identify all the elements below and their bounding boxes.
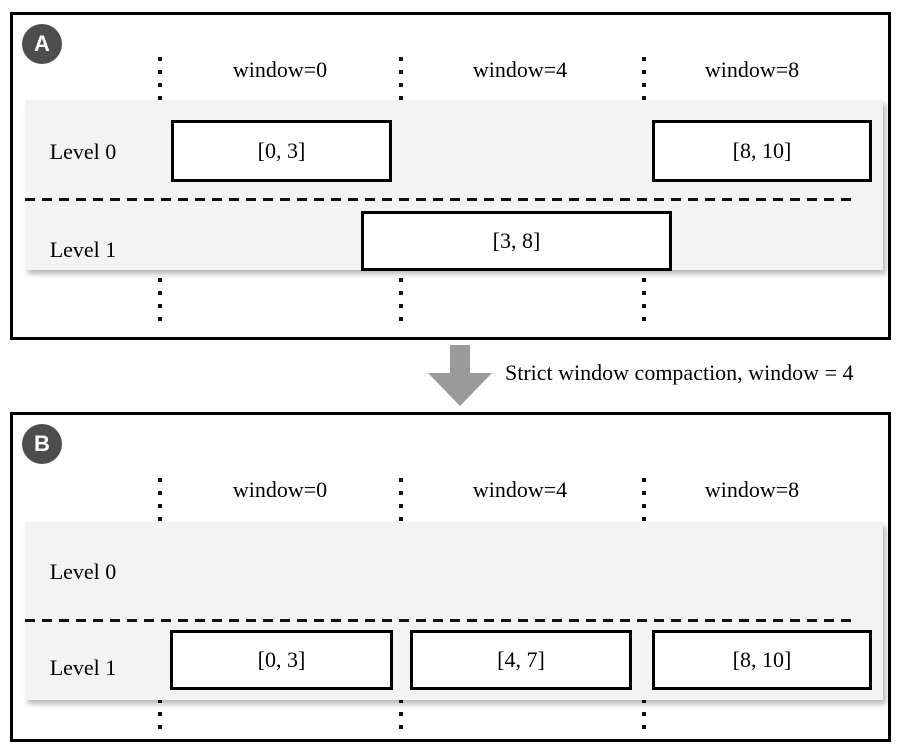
sstable-range: [8, 10] (732, 647, 792, 672)
column-label-window-8: window=8 (704, 57, 800, 82)
row-label-level-0: Level 0 (49, 559, 117, 584)
panel-b: B window=0 window=4 window=8 Level 0 Lev… (10, 412, 891, 742)
level-divider-line (25, 619, 853, 622)
sstable-box: [0, 3] (171, 120, 392, 182)
sstable-box: [8, 10] (652, 630, 872, 690)
column-label-window-8: window=8 (704, 477, 800, 502)
row-label-level-1: Level 1 (49, 655, 117, 680)
panel-a: A window=0 window=4 window=8 Level 0 Lev… (10, 12, 891, 340)
column-label-window-4: window=4 (472, 477, 568, 502)
column-label-window-0: window=0 (232, 477, 328, 502)
sstable-range: [4, 7] (497, 647, 545, 672)
panel-a-badge: A (22, 24, 62, 64)
transition-label: Strict window compaction, window = 4 (505, 360, 854, 385)
sstable-box: [3, 8] (361, 211, 672, 271)
column-label-window-0: window=0 (232, 57, 328, 82)
sstable-range: [3, 8] (492, 228, 541, 253)
sstable-range: [0, 3] (257, 647, 306, 672)
level-divider-line (25, 198, 853, 201)
sstable-range: [0, 3] (257, 138, 306, 163)
row-label-level-0: Level 0 (49, 139, 117, 164)
sstable-box: [4, 7] (410, 630, 632, 690)
row-label-level-1: Level 1 (49, 237, 117, 262)
sstable-box: [8, 10] (652, 120, 872, 182)
down-arrow-icon (428, 345, 492, 406)
sstable-box: [0, 3] (170, 630, 393, 690)
column-label-window-4: window=4 (472, 57, 568, 82)
sstable-range: [8, 10] (732, 138, 792, 163)
panel-b-badge: B (22, 424, 62, 464)
